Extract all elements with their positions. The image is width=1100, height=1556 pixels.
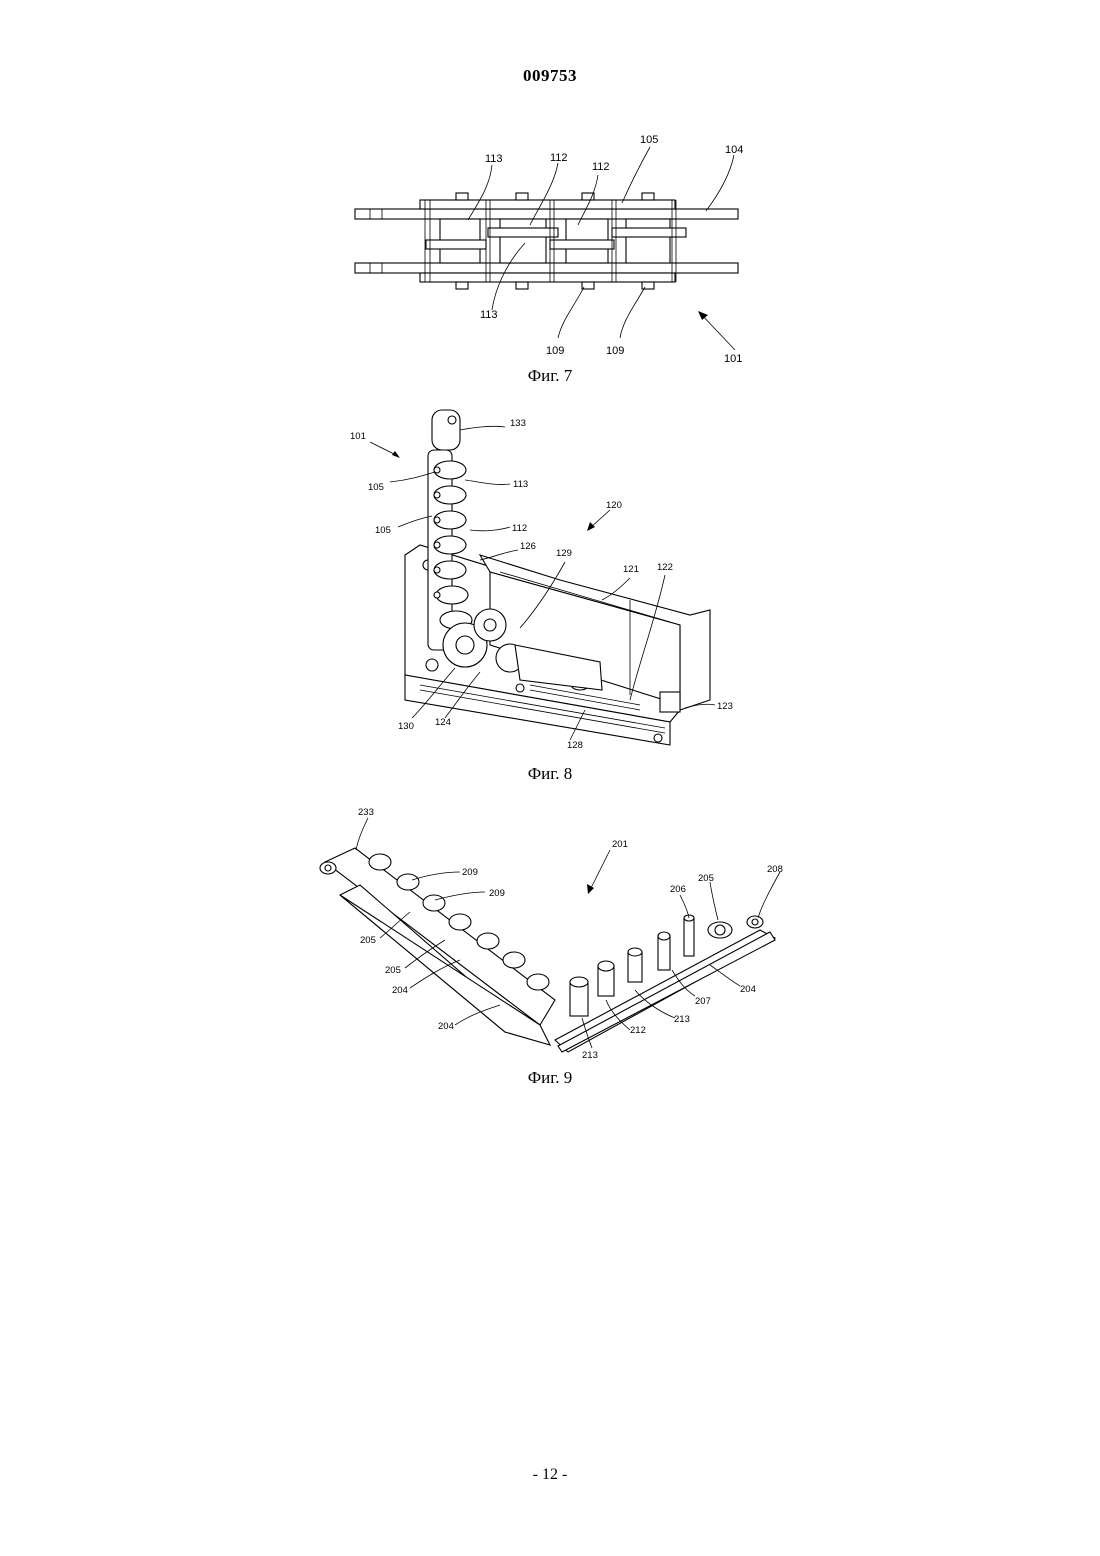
label-208: 208 xyxy=(767,864,783,875)
label-109: 109 xyxy=(606,345,624,357)
label-112: 112 xyxy=(550,152,568,164)
lower-link-plate xyxy=(420,273,675,282)
label-133: 133 xyxy=(510,418,526,429)
figure-7-drawing: 113 112 112 105 104 113 109 109 101 xyxy=(340,125,760,370)
label-207: 207 xyxy=(695,996,711,1007)
figure-7-caption: Фиг. 7 xyxy=(0,366,1100,386)
label-204: 204 xyxy=(438,1021,454,1032)
upper-link-plate xyxy=(420,200,675,209)
label-113: 113 xyxy=(485,153,503,165)
figure-8-drawing: 101 133 105 113 105 112 120 126 129 121 … xyxy=(340,400,770,760)
label-128: 128 xyxy=(567,740,583,751)
figure-8-caption: Фиг. 8 xyxy=(0,764,1100,784)
label-204: 204 xyxy=(740,984,756,995)
upper-outer-plate xyxy=(355,209,738,219)
label-205: 205 xyxy=(360,935,376,946)
figure-7-svg: 113 112 112 105 104 113 109 109 101 xyxy=(340,125,760,370)
label-120: 120 xyxy=(606,500,622,511)
label-124: 124 xyxy=(435,717,451,728)
label-213: 213 xyxy=(674,1014,690,1025)
label-122: 122 xyxy=(657,562,673,573)
arrow-head-101 xyxy=(698,311,708,320)
page-number: - 12 - xyxy=(0,1466,1100,1484)
figure-8-svg: 101 133 105 113 105 112 120 126 129 121 … xyxy=(340,400,770,760)
label-123: 123 xyxy=(717,701,733,712)
label-130: 130 xyxy=(398,721,414,732)
label-101: 101 xyxy=(350,431,366,442)
label-112: 112 xyxy=(592,161,610,173)
label-101: 101 xyxy=(724,353,742,365)
figure-9-caption: Фиг. 9 xyxy=(0,1068,1100,1088)
figure-9-svg: 233 201 209 209 205 205 204 204 208 205 … xyxy=(300,800,800,1070)
label-213: 213 xyxy=(582,1050,598,1061)
left-chain-strand xyxy=(320,848,555,1045)
label-105: 105 xyxy=(375,525,391,536)
label-209: 209 xyxy=(489,888,505,899)
label-201: 201 xyxy=(612,839,628,850)
label-112: 112 xyxy=(512,523,527,534)
label-205: 205 xyxy=(385,965,401,976)
lower-outer-plate xyxy=(355,263,738,273)
label-209: 209 xyxy=(462,867,478,878)
label-206: 206 xyxy=(670,884,686,895)
label-104: 104 xyxy=(725,144,743,156)
label-205: 205 xyxy=(698,873,714,884)
label-113: 113 xyxy=(513,479,528,490)
label-204: 204 xyxy=(392,985,408,996)
arrow-head-101 xyxy=(392,451,400,458)
label-233: 233 xyxy=(358,807,374,818)
label-121: 121 xyxy=(623,564,639,575)
label-109: 109 xyxy=(546,345,564,357)
label-105: 105 xyxy=(368,482,384,493)
label-126: 126 xyxy=(520,541,536,552)
arrow-head-120 xyxy=(587,522,595,531)
label-105: 105 xyxy=(640,134,658,146)
label-212: 212 xyxy=(630,1025,646,1036)
arrow-head-201 xyxy=(587,884,594,894)
vertical-chain xyxy=(428,410,472,650)
figure-9-drawing: 233 201 209 209 205 205 204 204 208 205 … xyxy=(300,800,800,1070)
label-113: 113 xyxy=(480,309,498,321)
document-number: 009753 xyxy=(0,66,1100,86)
label-129: 129 xyxy=(556,548,572,559)
